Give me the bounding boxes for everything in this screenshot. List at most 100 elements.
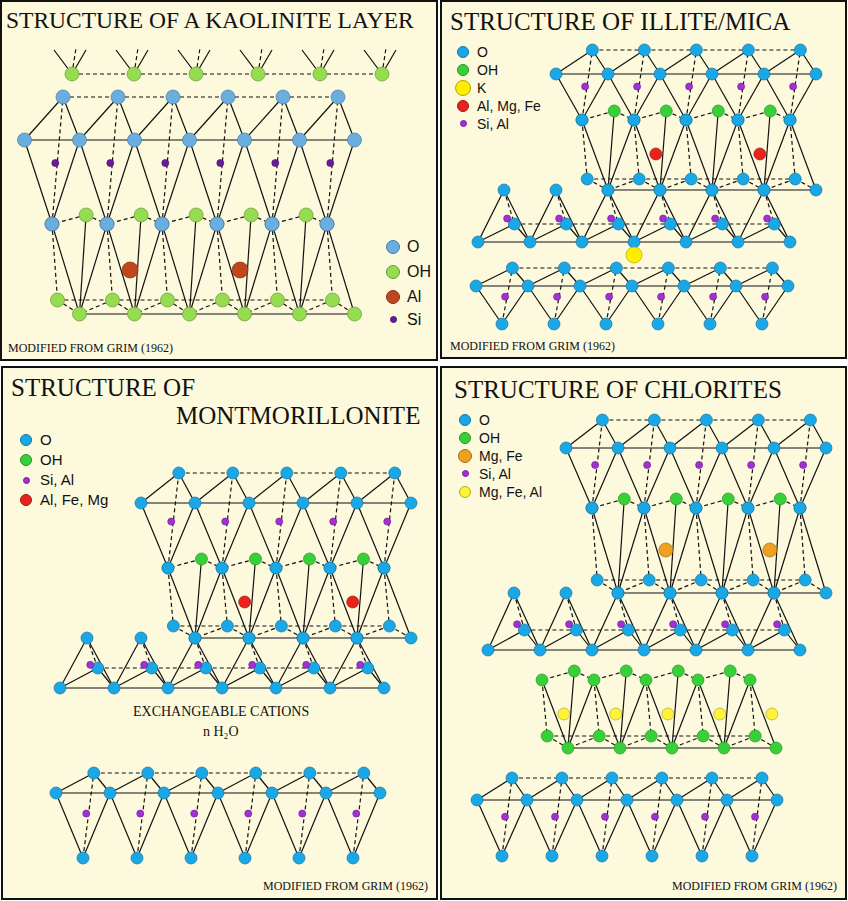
legend-swatch bbox=[20, 494, 32, 506]
bond-lines bbox=[477, 420, 826, 856]
octahedral-anion bbox=[576, 114, 588, 126]
legend-entry: O bbox=[456, 411, 490, 429]
bond-line bbox=[790, 120, 816, 190]
hidden-bond bbox=[618, 223, 670, 224]
bond-line bbox=[384, 503, 411, 568]
bond-line bbox=[722, 593, 748, 650]
legend-entry: OH bbox=[384, 262, 431, 283]
hidden-bond bbox=[616, 267, 668, 268]
octahedral-anion bbox=[100, 217, 114, 231]
hidden-bond bbox=[256, 772, 310, 773]
tetrahedral-cation bbox=[191, 810, 198, 817]
hydroxyl-atom bbox=[568, 665, 580, 677]
hidden-bond bbox=[278, 299, 333, 300]
hidden-bond bbox=[732, 629, 784, 630]
oxygen-atom bbox=[700, 414, 712, 426]
oxygen-atom bbox=[558, 262, 570, 274]
structure-panel: STRUCTURE OF MONTMORILLONITEMODIFIED FRO… bbox=[1, 366, 438, 900]
hydroxyl-atom bbox=[764, 105, 776, 117]
hidden-bond bbox=[652, 778, 662, 856]
hydroxyl-atom bbox=[189, 67, 203, 81]
bond-line bbox=[632, 285, 684, 286]
tetrahedral-cation bbox=[245, 810, 252, 817]
octahedral-anion bbox=[820, 587, 832, 599]
tetrahedral-cation bbox=[748, 462, 755, 469]
atoms bbox=[471, 414, 832, 862]
hydroxyl-atom bbox=[375, 67, 389, 81]
bond-line bbox=[764, 50, 800, 74]
octahedral-anion bbox=[51, 293, 65, 307]
bond-line bbox=[114, 687, 168, 688]
hidden-bond bbox=[113, 299, 168, 300]
apical-atom bbox=[45, 217, 59, 231]
octahedral-anion bbox=[742, 502, 754, 514]
bond-line bbox=[764, 189, 816, 190]
bond-line bbox=[722, 592, 774, 593]
bond-line bbox=[357, 638, 384, 688]
oxygen-atom bbox=[212, 787, 224, 799]
bond-line bbox=[141, 502, 195, 503]
octahedral-anion bbox=[784, 114, 796, 126]
bond-line bbox=[722, 420, 758, 448]
octahedral-anion bbox=[591, 574, 603, 586]
oxygen-atom bbox=[706, 772, 718, 784]
oxygen-atom bbox=[173, 467, 185, 479]
hidden-bond bbox=[52, 224, 58, 300]
oxygen-atom bbox=[162, 682, 174, 694]
bond-line bbox=[527, 799, 577, 800]
apical-atom bbox=[320, 217, 334, 231]
bond-line bbox=[80, 215, 87, 314]
hidden-bond bbox=[710, 268, 720, 324]
bond-line bbox=[195, 503, 222, 568]
octahedral-anion bbox=[680, 114, 692, 126]
oxygen-atom bbox=[522, 280, 534, 292]
hidden-bond bbox=[384, 473, 395, 568]
hidden-bond bbox=[602, 778, 612, 856]
hidden-bond bbox=[701, 579, 753, 580]
oxygen-atom bbox=[472, 236, 484, 248]
bond-line bbox=[249, 503, 276, 568]
octahedral-anion bbox=[685, 173, 697, 185]
hidden-bond bbox=[514, 223, 566, 224]
octahedral-anion bbox=[162, 562, 174, 574]
hidden-bond bbox=[287, 472, 341, 473]
oxygen-atom bbox=[250, 767, 262, 779]
tetrahedral-cation bbox=[502, 813, 509, 820]
hydroxyl-atom bbox=[660, 105, 672, 117]
apical-atom bbox=[576, 114, 588, 126]
octahedral-anion bbox=[737, 173, 749, 185]
apical-atom bbox=[560, 587, 572, 599]
hidden-bond bbox=[738, 120, 743, 179]
hidden-bond bbox=[173, 625, 227, 626]
bond-line bbox=[670, 447, 722, 448]
oxygen-atom bbox=[690, 644, 702, 656]
hydroxyl-atom bbox=[618, 493, 630, 505]
oxygen-atom bbox=[189, 497, 201, 509]
legend-entry: O bbox=[17, 430, 52, 450]
bond-line bbox=[353, 793, 380, 858]
bond-line bbox=[660, 74, 686, 120]
bond-line bbox=[627, 799, 677, 800]
hidden-bond bbox=[722, 223, 774, 224]
bond-line bbox=[80, 313, 135, 314]
tetrahedral-cation bbox=[162, 160, 169, 167]
bond-line bbox=[488, 649, 540, 650]
apical-atom bbox=[612, 587, 624, 599]
hidden-bond bbox=[217, 97, 228, 224]
apical-atom bbox=[270, 562, 282, 574]
bond-line bbox=[608, 111, 614, 190]
bond-line bbox=[528, 285, 580, 286]
legend-text: Al bbox=[407, 287, 421, 308]
oxygen-atom bbox=[758, 68, 770, 80]
hidden-bond bbox=[748, 420, 758, 508]
hidden-bond bbox=[335, 625, 389, 626]
tetrahedral-cation bbox=[272, 160, 279, 167]
legend-swatch bbox=[459, 486, 471, 498]
bond-line bbox=[357, 568, 384, 638]
swatch-holder bbox=[456, 414, 474, 426]
legend-text: O bbox=[407, 237, 419, 258]
tetrahedral-cation bbox=[712, 215, 719, 222]
tetrahedral-cation bbox=[504, 215, 511, 222]
hidden-bond bbox=[628, 629, 680, 630]
oxygen-atom bbox=[374, 787, 386, 799]
